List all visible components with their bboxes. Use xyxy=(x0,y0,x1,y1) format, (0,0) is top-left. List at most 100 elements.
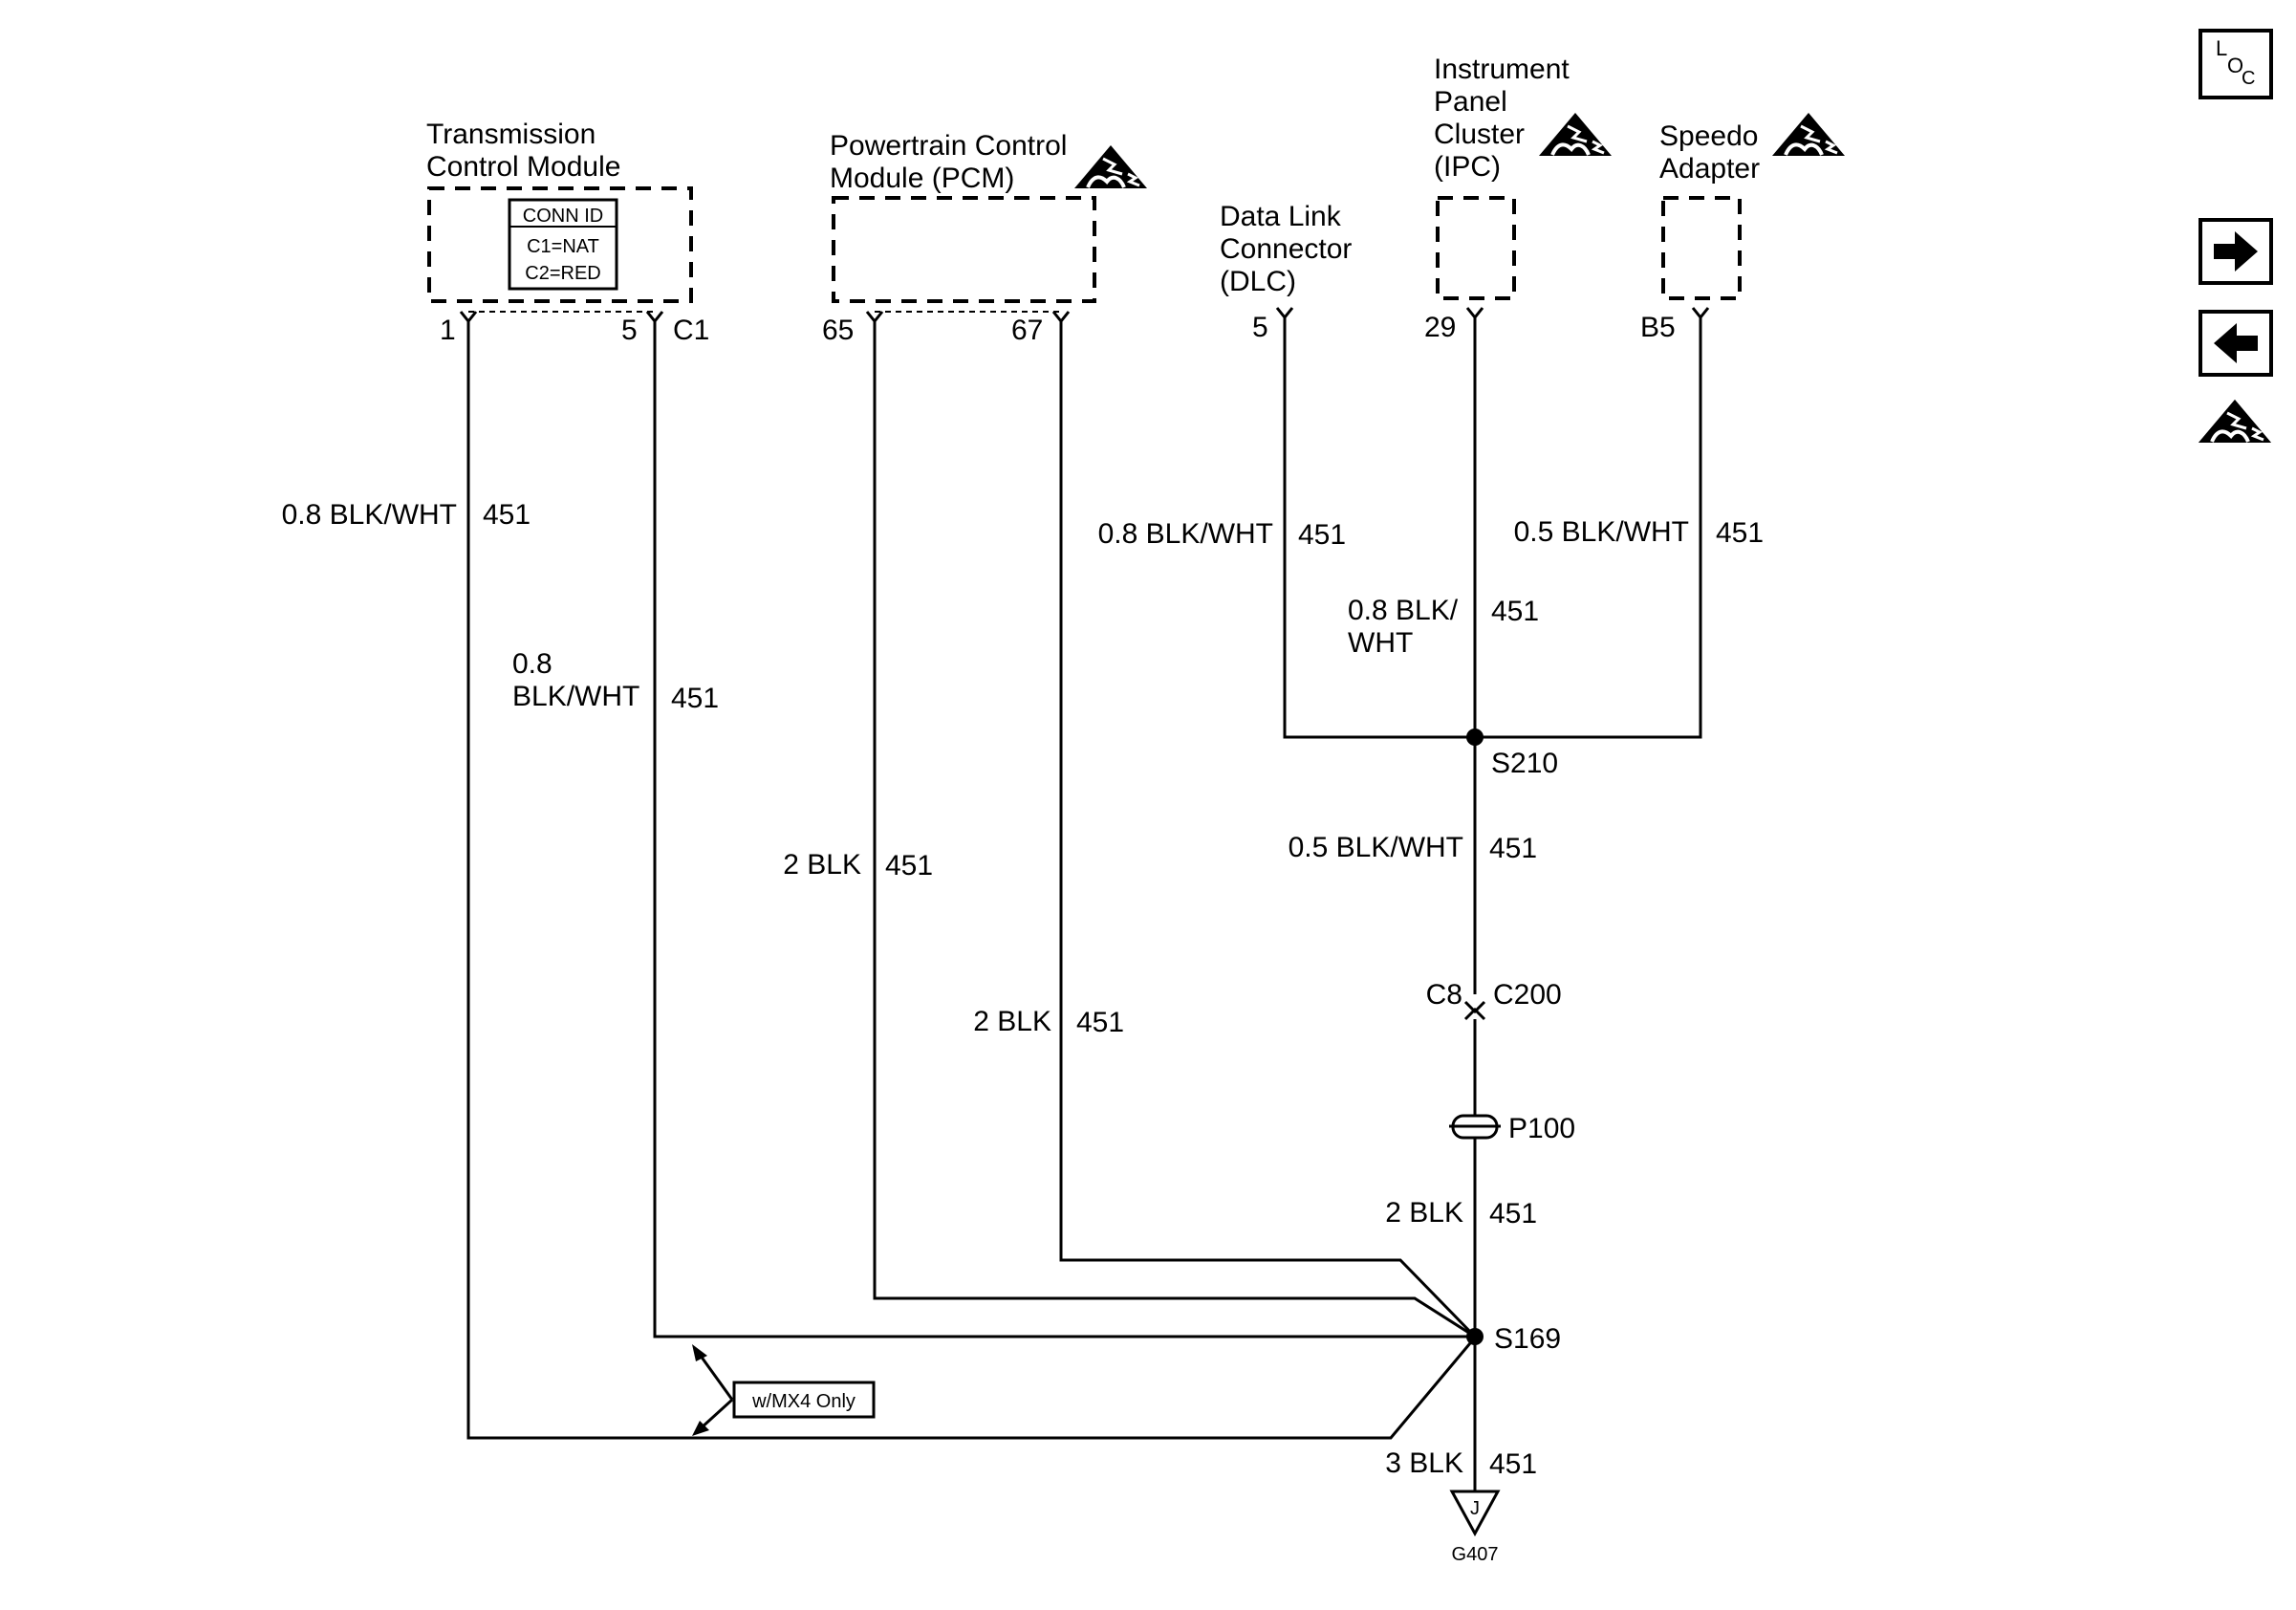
wire-tcm-pin1 xyxy=(466,321,1477,1440)
wire-size-label: 2 BLK xyxy=(783,849,861,881)
arrow-left-icon xyxy=(2214,323,2258,363)
splice-label-s169: S169 xyxy=(1494,1323,1561,1355)
ipc-pin-29: 29 xyxy=(1424,312,1456,343)
splice-label-s210: S210 xyxy=(1491,748,1558,779)
tcm-box xyxy=(427,186,693,303)
speedo-title-line2: Adapter xyxy=(1659,153,1760,185)
wire-size-label: 2 BLK xyxy=(973,1006,1051,1037)
pin-marker xyxy=(1691,307,1710,320)
esd-info-button[interactable] xyxy=(2197,398,2273,445)
pin-marker xyxy=(645,311,664,324)
circuit-number: 451 xyxy=(1489,1448,1537,1480)
tcm-title-line2: Control Module xyxy=(426,151,620,183)
loc-button-frame xyxy=(2199,29,2273,99)
conn-id-table: CONN ID C1=NAT C2=RED xyxy=(508,198,618,291)
arrow-down-icon xyxy=(692,1421,709,1436)
tcm-component[interactable]: Transmission Control Module CONN ID C1=N… xyxy=(426,119,709,346)
esd-sensitive-icon xyxy=(1537,111,1614,158)
pin-markers xyxy=(459,307,1710,324)
pcm-title-line2: Module (PCM) xyxy=(830,163,1014,194)
wire-size-label: 0.8 BLK/WHT xyxy=(282,499,457,531)
wire-size-label: 0.8 BLK/WHT xyxy=(1098,518,1273,550)
ipc-component[interactable]: Instrument Panel Cluster (IPC) 29 xyxy=(1424,54,1614,343)
wire-size-label: 2 BLK xyxy=(1385,1197,1463,1229)
next-page-button[interactable] xyxy=(2199,218,2273,285)
wire-size-label: 0.8 BLK/ xyxy=(1348,595,1459,626)
tcm-title-line1: Transmission xyxy=(426,119,596,150)
pcm-component[interactable]: Powertrain Control Module (PCM) 65 67 xyxy=(822,130,1149,346)
pcm-box xyxy=(832,196,1096,303)
speedo-box xyxy=(1661,196,1742,300)
circuit-number: 451 xyxy=(1491,596,1539,627)
loc-icon-l: L xyxy=(2216,36,2227,60)
tcm-pin-5: 5 xyxy=(621,315,638,346)
dlc-component[interactable]: Data Link Connector (DLC) 5 xyxy=(1220,201,1352,343)
circuit-number: 451 xyxy=(1489,1198,1537,1229)
conn-id-c2: C2=RED xyxy=(525,263,600,284)
ipc-title-line4: (IPC) xyxy=(1434,151,1501,183)
pass-through-label: P100 xyxy=(1508,1113,1575,1144)
dlc-pin-5: 5 xyxy=(1252,312,1268,343)
option-leader-down xyxy=(699,1398,734,1430)
pcm-pin-67: 67 xyxy=(1011,315,1043,346)
splice-dot xyxy=(1466,1328,1484,1345)
wire-size-label: WHT xyxy=(1348,627,1413,659)
previous-page-button[interactable] xyxy=(2199,310,2273,377)
circuit-number: 451 xyxy=(483,499,531,531)
dlc-title-line3: (DLC) xyxy=(1220,266,1296,297)
loc-button[interactable]: L O C xyxy=(2199,29,2273,99)
pin-marker xyxy=(1275,307,1294,320)
inline-connector-c200[interactable]: C8 C200 xyxy=(1426,979,1562,1021)
pin-marker xyxy=(1051,311,1071,324)
wire-size-label: 0.8 xyxy=(512,648,552,680)
ipc-title-line1: Instrument xyxy=(1434,54,1570,85)
ipc-title-line3: Cluster xyxy=(1434,119,1525,150)
splice-dot xyxy=(1466,729,1484,746)
wire-pcm-pin65 xyxy=(873,321,1476,1338)
speedo-title-line1: Speedo xyxy=(1659,120,1758,152)
circuit-number: 451 xyxy=(885,850,933,881)
pin-marker xyxy=(865,311,884,324)
pass-through-p100[interactable]: P100 xyxy=(1449,1113,1575,1144)
wire-pcm-pin67 xyxy=(1059,321,1477,1338)
esd-sensitive-icon xyxy=(1072,143,1149,190)
speedo-pin-b5: B5 xyxy=(1640,312,1676,343)
splice-s169[interactable]: S169 xyxy=(1466,1323,1561,1355)
circuit-number: 451 xyxy=(1298,519,1346,551)
pin-marker xyxy=(1465,307,1484,320)
splice-s210[interactable]: S210 xyxy=(1466,729,1558,779)
speedo-component[interactable]: Speedo Adapter B5 xyxy=(1640,111,1847,343)
arrow-right-icon xyxy=(2214,231,2258,272)
conn-id-title: CONN ID xyxy=(523,206,603,227)
wire-size-label: 0.5 BLK/WHT xyxy=(1514,516,1689,548)
ground-name: G407 xyxy=(1452,1544,1499,1565)
conn-id-c1: C1=NAT xyxy=(527,236,599,257)
option-note-box xyxy=(732,1381,876,1419)
ground-symbol xyxy=(1449,1490,1501,1537)
dlc-title-line1: Data Link xyxy=(1220,201,1342,232)
option-leader-up xyxy=(696,1351,734,1401)
pcm-title-line1: Powertrain Control xyxy=(830,130,1067,162)
ipc-title-line2: Panel xyxy=(1434,86,1507,118)
circuit-number: 451 xyxy=(1716,517,1764,549)
circuit-number: 451 xyxy=(1076,1007,1124,1038)
ground-g407[interactable]: J G407 xyxy=(1449,1490,1501,1565)
tcm-pin-1: 1 xyxy=(440,315,456,346)
ground-letter: J xyxy=(1470,1498,1480,1519)
dlc-title-line2: Connector xyxy=(1220,233,1352,265)
wire-size-label: 0.5 BLK/WHT xyxy=(1289,832,1463,863)
option-note: w/MX4 Only xyxy=(692,1344,876,1436)
circuit-number: 451 xyxy=(1489,833,1537,864)
wire-size-label: BLK/WHT xyxy=(512,681,639,712)
wire-size-label: 3 BLK xyxy=(1385,1447,1463,1479)
circuit-number: 451 xyxy=(671,683,719,714)
pin-marker xyxy=(459,311,478,324)
option-note-text: w/MX4 Only xyxy=(751,1391,856,1412)
loc-icon-c: C xyxy=(2242,68,2255,89)
wire-labels: 0.8 BLK/WHT 451 0.8 BLK/WHT 451 2 BLK 45… xyxy=(282,499,1764,1480)
connector-name-c200: C200 xyxy=(1493,979,1562,1011)
wire-tcm-pin5 xyxy=(653,321,1475,1338)
esd-sensitive-icon xyxy=(1770,111,1847,158)
wire-paths xyxy=(466,317,1702,1491)
